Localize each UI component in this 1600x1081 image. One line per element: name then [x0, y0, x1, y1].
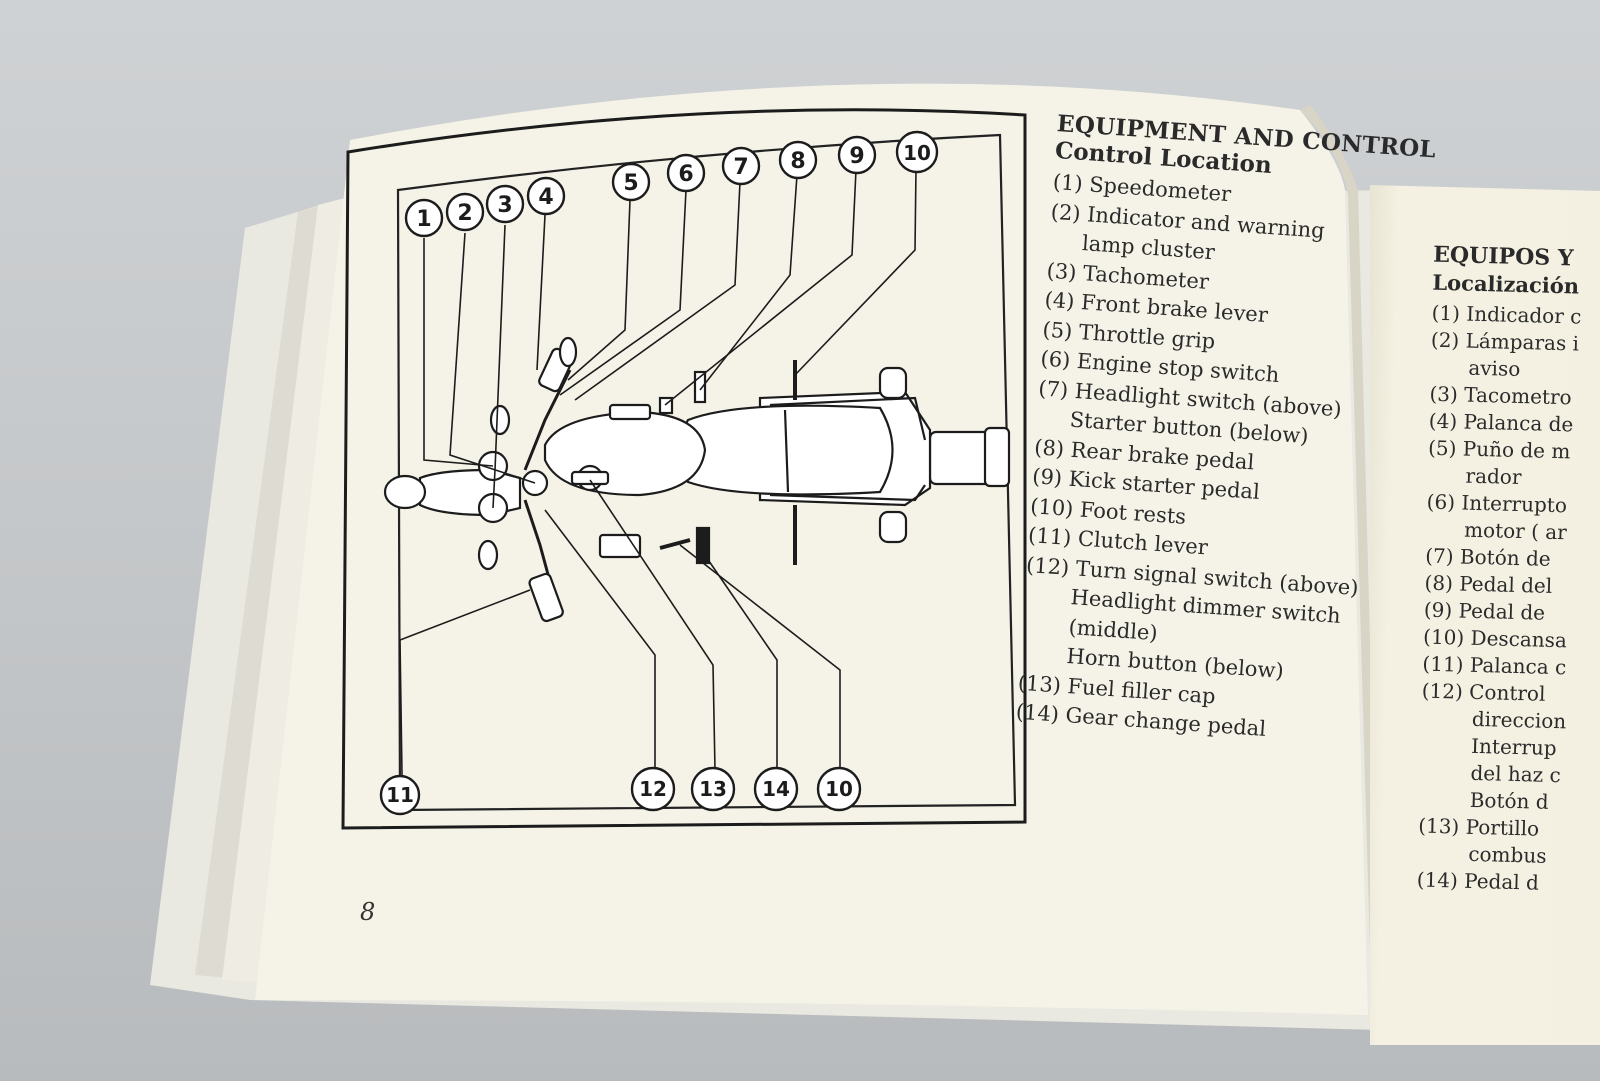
mirror-bottom: [477, 539, 499, 571]
callout-3: 3: [485, 184, 525, 224]
front-brake-lever: [558, 336, 578, 368]
callout-8: 8: [778, 140, 818, 180]
callout-11: 11: [379, 774, 421, 816]
tail-lamp: [983, 426, 1011, 488]
callout-12: 12: [630, 766, 676, 812]
clutch-grip: [528, 572, 564, 623]
engine-side-top: [608, 403, 652, 421]
bottom-callouts: 11 12 13 14 10: [379, 766, 862, 816]
svg-text:4: 4: [538, 185, 553, 210]
front-footrest: [659, 538, 691, 550]
callout-1: 1: [404, 198, 444, 238]
page-number: 8: [360, 898, 376, 926]
svg-text:5: 5: [623, 171, 638, 196]
svg-text:13: 13: [699, 777, 727, 801]
svg-text:14: 14: [762, 777, 790, 801]
callout-10: 10: [895, 130, 939, 174]
control-location-text: EQUIPMENT AND CONTROL Control Location (…: [1009, 110, 1437, 829]
left-page-paper: [255, 83, 1368, 1015]
callout-4: 4: [526, 176, 566, 216]
seat-seam: [783, 409, 790, 493]
callout-6: 6: [666, 153, 706, 193]
svg-text:10: 10: [903, 141, 931, 165]
fuel-cap-lid: [570, 470, 610, 486]
svg-text:9: 9: [849, 144, 864, 169]
callout-7: 7: [721, 146, 761, 186]
fuel-tank: [543, 410, 707, 497]
handlebar-right: [523, 369, 572, 471]
gutter-shadow: [1300, 105, 1380, 1018]
callout-9: 9: [837, 135, 877, 175]
svg-text:2: 2: [457, 201, 472, 226]
mirror-top: [489, 404, 511, 436]
svg-text:12: 12: [639, 777, 667, 801]
grab-rail: [769, 396, 927, 502]
svg-text:6: 6: [678, 162, 693, 187]
motorcycle-top-view: [383, 336, 1011, 623]
callout-10-bottom: 10: [816, 766, 862, 812]
svg-text:3: 3: [497, 193, 512, 218]
rear-turn-signal-bottom: [878, 510, 908, 544]
svg-text:11: 11: [386, 783, 414, 807]
rear-brake-pedal: [693, 370, 707, 404]
headlight: [383, 474, 427, 510]
callout-14: 14: [753, 766, 799, 812]
svg-text:8: 8: [790, 149, 805, 174]
callout-5: 5: [611, 162, 651, 202]
svg-text:10: 10: [825, 777, 853, 801]
callout-13: 13: [690, 766, 736, 812]
leader-lines: [399, 167, 917, 776]
callout-2: 2: [445, 192, 485, 232]
rear-turn-signal-top: [878, 366, 908, 400]
top-callouts: 1 2 3 4 5 6 7 8 9 10: [404, 130, 939, 238]
svg-text:1: 1: [416, 207, 431, 232]
control-list: (1) Speedometer (2) Indicator and warnin…: [1015, 168, 1359, 748]
diagram-frame: [341, 108, 1027, 830]
svg-text:7: 7: [733, 155, 748, 180]
